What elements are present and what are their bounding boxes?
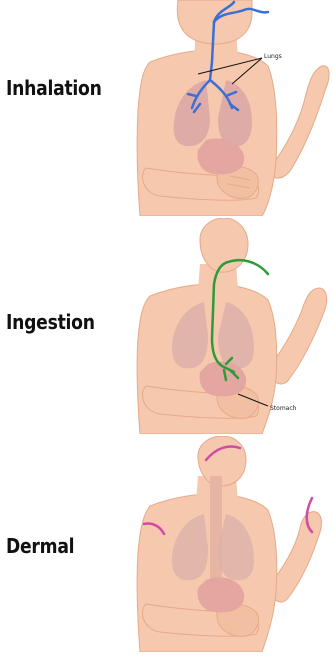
esophagus-icon [210, 476, 222, 586]
inhalation-panel: Inhalation Lungs [0, 0, 333, 216]
route-label-inhalation: Inhalation [6, 76, 102, 100]
route-label-dermal: Dermal [6, 534, 74, 558]
inhalation-figure [0, 0, 333, 216]
route-label-ingestion: Ingestion [6, 310, 95, 334]
ingestion-panel: Ingestion Stomach [0, 218, 333, 434]
lungs-annotation: Lungs [264, 53, 282, 60]
stomach-annotation: Stomach [270, 405, 296, 412]
dermal-panel: Dermal [0, 436, 333, 652]
